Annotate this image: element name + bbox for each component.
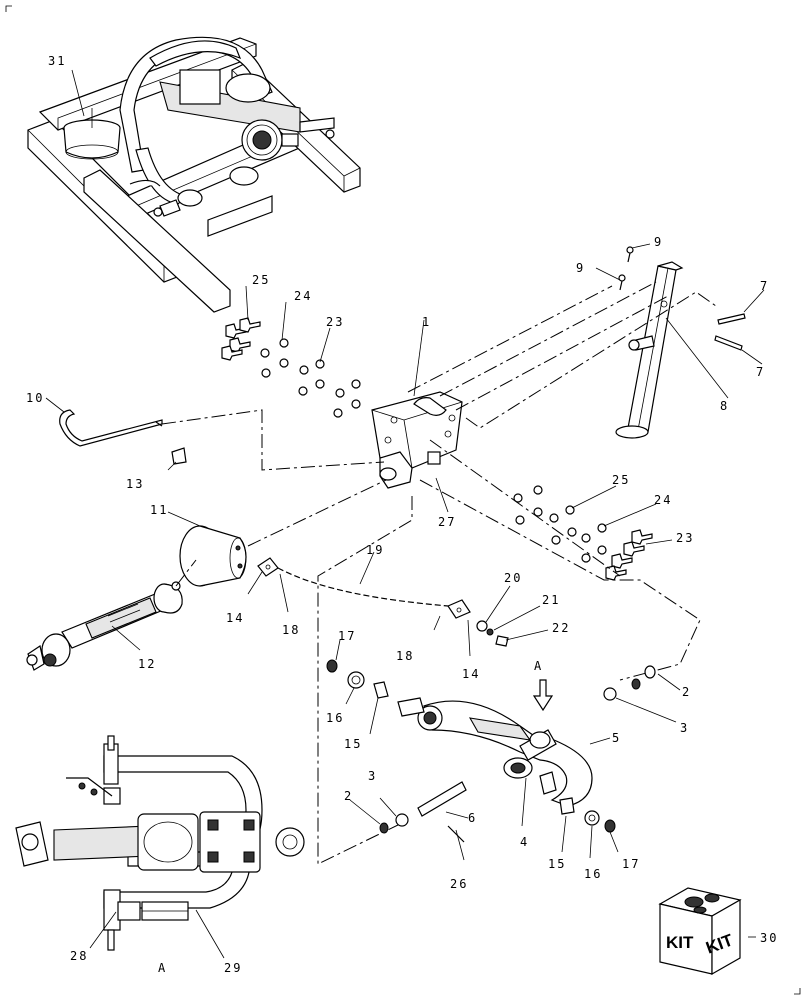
callout-20: 20 bbox=[504, 571, 522, 585]
kit-box: KIT KIT bbox=[658, 887, 742, 976]
callout-26: 26 bbox=[450, 877, 468, 891]
callout-18-right: 18 bbox=[396, 649, 414, 663]
snap-ring bbox=[326, 659, 338, 673]
skid-beam bbox=[207, 195, 273, 237]
bolt bbox=[221, 345, 243, 361]
bolt-set-right bbox=[513, 485, 653, 581]
bolt-set-upper bbox=[221, 285, 361, 418]
hitch-lever bbox=[59, 409, 163, 447]
callout-23-right: 23 bbox=[676, 531, 694, 545]
jack-stand bbox=[615, 261, 684, 439]
callout-25-upper: 25 bbox=[252, 273, 270, 287]
bolt bbox=[631, 529, 653, 545]
pin bbox=[714, 335, 743, 351]
retaining-ring bbox=[631, 678, 641, 690]
callout-24-upper: 24 bbox=[294, 289, 312, 303]
callout-24-right: 24 bbox=[654, 493, 672, 507]
washer bbox=[476, 620, 488, 632]
callout-27: 27 bbox=[438, 515, 456, 529]
washer bbox=[644, 665, 656, 679]
callout-13: 13 bbox=[126, 477, 144, 491]
callout-11: 11 bbox=[150, 503, 168, 517]
bolt bbox=[611, 553, 633, 569]
callout-15-lower: 15 bbox=[548, 857, 566, 871]
callout-2-lower: 2 bbox=[344, 789, 353, 803]
callout-19: 19 bbox=[366, 543, 384, 557]
callout-30: 30 bbox=[760, 931, 778, 945]
pin bbox=[717, 313, 746, 325]
assembly-view-top bbox=[27, 36, 361, 313]
kit-label-left: KIT bbox=[666, 933, 694, 952]
washer bbox=[395, 813, 409, 827]
hitch-bracket bbox=[371, 319, 463, 489]
pto-shaft-stub bbox=[281, 133, 299, 147]
callout-A-arrow: A bbox=[534, 659, 543, 673]
hitch-tube bbox=[397, 697, 593, 807]
callout-14-left: 14 bbox=[226, 611, 244, 625]
callout-28: 28 bbox=[70, 949, 88, 963]
assembly-view-a bbox=[15, 735, 305, 951]
callout-4: 4 bbox=[520, 835, 529, 849]
callout-31: 31 bbox=[48, 54, 66, 68]
callout-29: 29 bbox=[224, 961, 242, 975]
hitch-pin bbox=[299, 117, 335, 133]
callout-7-upper: 7 bbox=[760, 279, 769, 293]
callout-1: 1 bbox=[422, 315, 431, 329]
callout-3-lower: 3 bbox=[368, 769, 377, 783]
bucket bbox=[63, 127, 121, 159]
corner-mark-top-left bbox=[5, 5, 12, 12]
callout-A-view: A bbox=[158, 961, 167, 975]
callout-10: 10 bbox=[26, 391, 44, 405]
callout-21: 21 bbox=[542, 593, 560, 607]
gearbox bbox=[179, 69, 221, 105]
callout-6: 6 bbox=[468, 811, 477, 825]
callout-25-right: 25 bbox=[612, 473, 630, 487]
pivot-pin bbox=[417, 781, 467, 817]
tube-frame bbox=[149, 40, 242, 67]
callout-2-right: 2 bbox=[682, 685, 691, 699]
snap-ring bbox=[604, 819, 616, 833]
callout-14-right: 14 bbox=[462, 667, 480, 681]
retaining-ring bbox=[379, 822, 389, 834]
callout-17-lower: 17 bbox=[622, 857, 640, 871]
bolt bbox=[239, 317, 261, 333]
callout-5: 5 bbox=[612, 731, 621, 745]
callout-3-right: 3 bbox=[680, 721, 689, 735]
hitch-sleeve bbox=[229, 166, 259, 186]
view-arrow bbox=[532, 679, 554, 712]
lock-washer bbox=[486, 628, 494, 636]
callout-22: 22 bbox=[552, 621, 570, 635]
washer bbox=[584, 810, 600, 826]
callout-16-lower: 16 bbox=[584, 867, 602, 881]
roll-pin bbox=[447, 825, 465, 843]
safety-chain bbox=[257, 557, 471, 619]
bushing bbox=[559, 797, 575, 815]
bushing bbox=[373, 681, 389, 699]
corner-mark-bottom-right bbox=[794, 988, 801, 995]
callout-9-second: 9 bbox=[576, 261, 585, 275]
skid-beam bbox=[83, 169, 231, 313]
callout-17-left: 17 bbox=[338, 629, 356, 643]
decal bbox=[171, 447, 187, 465]
callout-8: 8 bbox=[720, 399, 729, 413]
clip bbox=[618, 246, 634, 291]
callout-12: 12 bbox=[138, 657, 156, 671]
nut bbox=[495, 635, 509, 647]
pto-shield-cone bbox=[179, 525, 247, 587]
housing-cap bbox=[225, 73, 271, 103]
callout-9-top: 9 bbox=[654, 235, 663, 249]
hitch-sleeve bbox=[177, 189, 203, 207]
spacer bbox=[603, 687, 617, 701]
callout-15-left: 15 bbox=[344, 737, 362, 751]
washer bbox=[347, 671, 365, 689]
callout-18-left: 18 bbox=[282, 623, 300, 637]
bolt bbox=[229, 337, 251, 353]
bolt bbox=[623, 541, 645, 557]
callout-16-left: 16 bbox=[326, 711, 344, 725]
callout-7-lower: 7 bbox=[756, 365, 765, 379]
pto-driveline bbox=[26, 581, 183, 671]
callout-23-upper: 23 bbox=[326, 315, 344, 329]
